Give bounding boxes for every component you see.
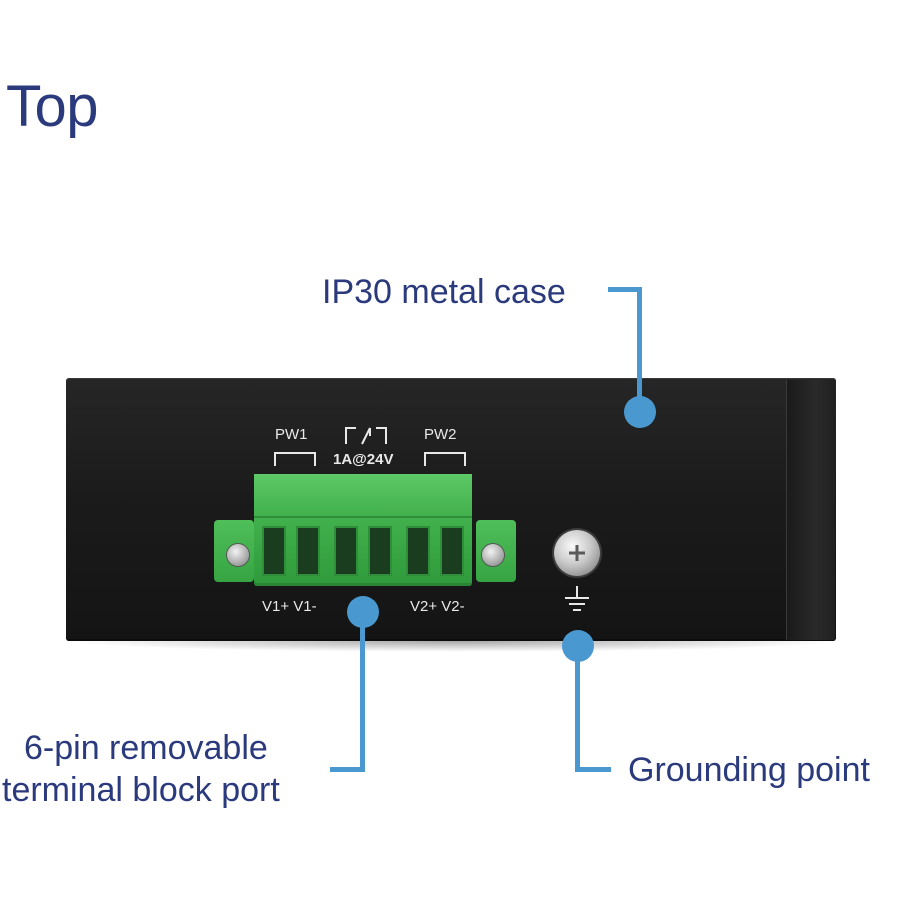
ground-symbol-icon (562, 586, 592, 614)
ground-screw-icon (554, 530, 600, 576)
callout-ground-line-h (575, 767, 611, 772)
pw2-label: PW2 (424, 426, 457, 443)
callout-case-label: IP30 metal case (322, 273, 566, 311)
terminal-block-top (254, 474, 472, 518)
pw2-bracket (424, 452, 466, 466)
terminal-pin-slot (262, 526, 286, 576)
relay-icon (344, 424, 388, 446)
terminal-pin-slot (406, 526, 430, 576)
flange-screw-left-icon (227, 544, 249, 566)
flange-screw-right-icon (482, 544, 504, 566)
callout-terminal-label-2: terminal block port (2, 771, 280, 809)
callout-ground-label: Grounding point (628, 751, 870, 789)
callout-terminal-label-1: 6-pin removable (24, 729, 268, 767)
callout-case-dot (624, 396, 656, 428)
page-title: Top (6, 74, 99, 139)
callout-case-line-h (608, 287, 642, 292)
terminal-pin-slot (440, 526, 464, 576)
callout-case-line-v (637, 287, 642, 409)
terminal-pin-slot (368, 526, 392, 576)
relay-rating-label: 1A@24V (333, 451, 394, 468)
callout-ground-line-v (575, 646, 580, 772)
v1-pins-label: V1+ V1- (262, 598, 317, 615)
pw1-label: PW1 (275, 426, 308, 443)
terminal-pin-slot (296, 526, 320, 576)
case-side-edge (786, 380, 835, 640)
callout-terminal-line-h (330, 767, 365, 772)
pw1-bracket (274, 452, 316, 466)
terminal-pin-slot (334, 526, 358, 576)
callout-terminal-line-v (360, 612, 365, 772)
v2-pins-label: V2+ V2- (410, 598, 465, 615)
